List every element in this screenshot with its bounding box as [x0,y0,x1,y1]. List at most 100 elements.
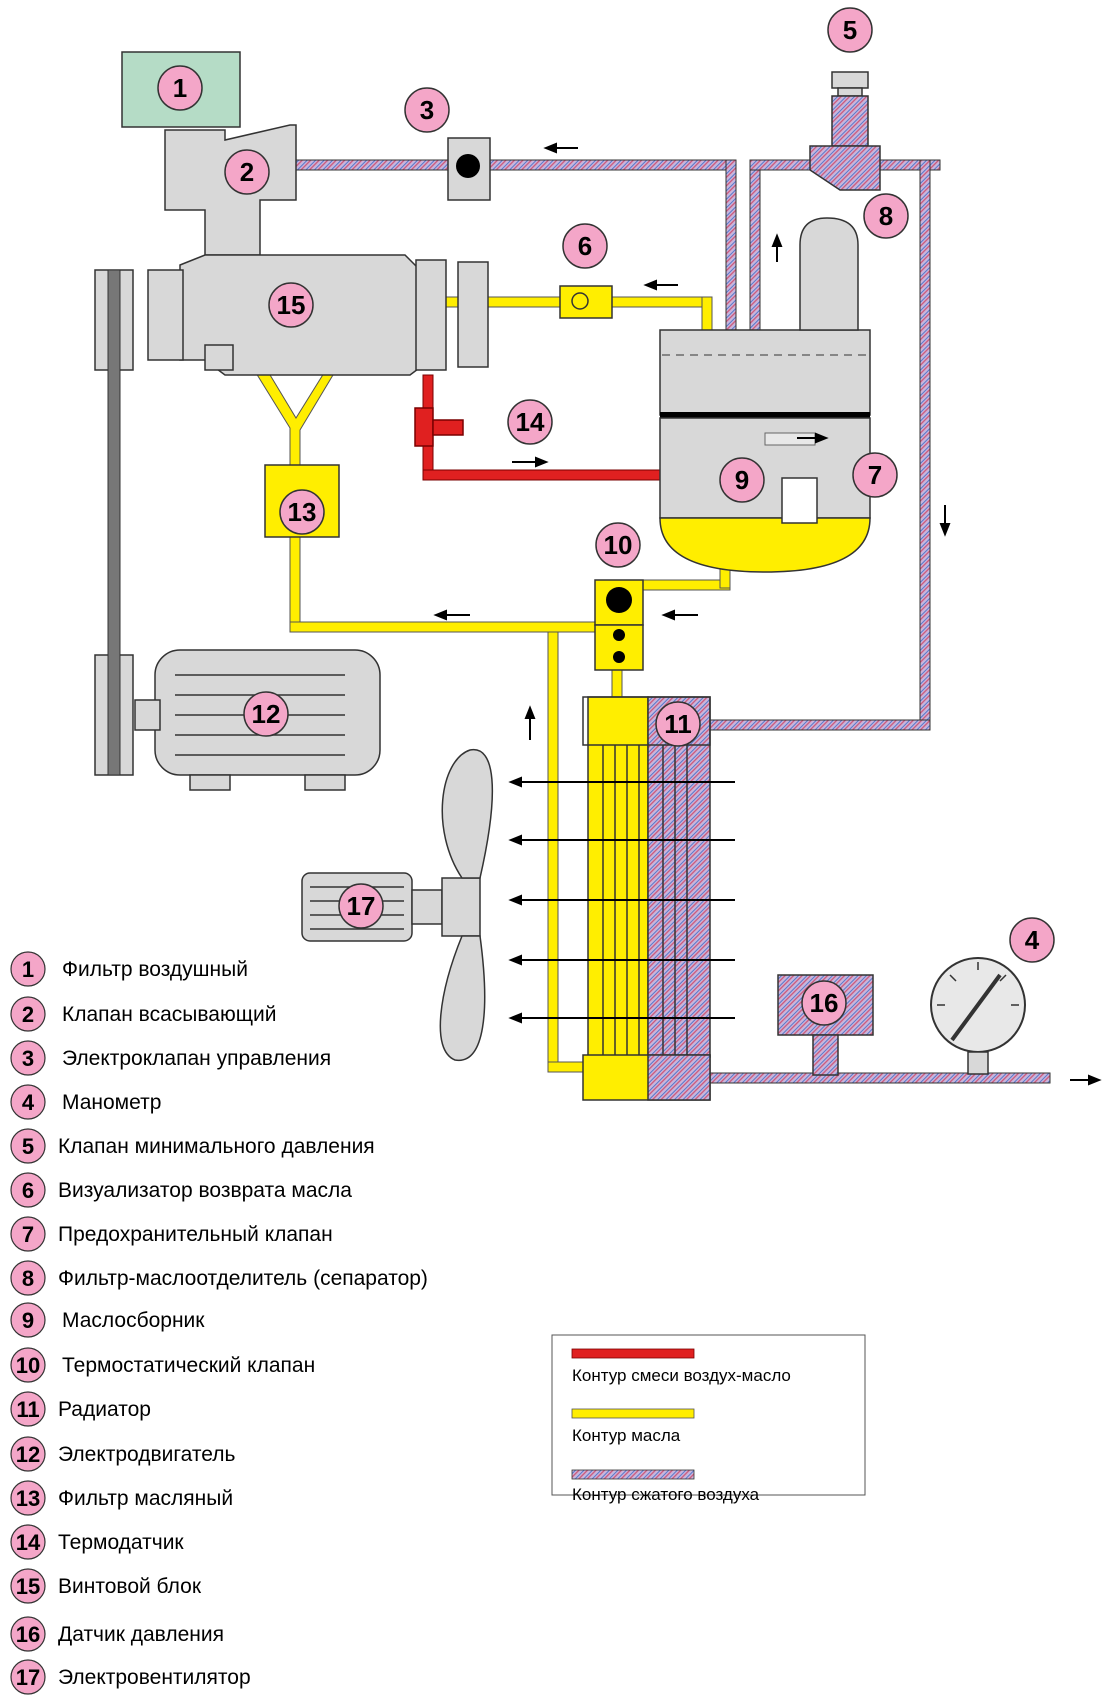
solenoid-valve-dot [456,154,480,178]
fan-blade-bottom [439,935,486,1061]
svg-text:15: 15 [277,290,306,320]
svg-text:Термостатический клапан: Термостатический клапан [62,1354,315,1377]
svg-text:Электроклапан управления: Электроклапан управления [62,1047,331,1070]
svg-text:Фильтр-маслоотделитель (сепара: Фильтр-маслоотделитель (сепаратор) [58,1267,428,1290]
badge-12: 12 [243,691,289,737]
thermo-sensor-probe [432,419,464,436]
svg-text:Манометр: Манометр [62,1091,161,1114]
legend-item-7: 7 Предохранительный клапан [10,1216,333,1252]
svg-text:2: 2 [22,1002,34,1027]
badge-10: 10 [595,522,641,568]
badge-14: 14 [507,399,553,445]
thermo-valve-port-2 [613,651,625,663]
svg-text:5: 5 [843,15,857,45]
legend-item-14: 14 Термодатчик [10,1524,184,1560]
legend-item-15: 15 Винтовой блок [10,1568,202,1604]
thermo-valve-port-1 [613,629,625,641]
air-line-separator-up [749,159,761,351]
key-swatch-air [571,1469,695,1480]
svg-text:Термодатчик: Термодатчик [58,1531,184,1554]
separator-upper-section [659,329,871,416]
air-line-to-valve-5 [749,159,811,171]
badge-6: 6 [562,223,608,269]
svg-text:7: 7 [22,1222,34,1247]
flow-arrows [433,142,1102,1086]
key-label-air-oil: Контур смеси воздух-масло [572,1366,791,1385]
svg-text:2: 2 [240,157,254,187]
fan-shaft [411,889,443,925]
svg-text:3: 3 [22,1046,34,1071]
radiator-top-tank [582,696,711,746]
screw-block-foot [204,344,234,371]
badge-5: 5 [827,7,873,53]
key-label-oil: Контур масла [572,1426,681,1445]
svg-text:Винтовой блок: Винтовой блок [58,1575,202,1598]
svg-text:Электродвигатель: Электродвигатель [58,1443,235,1466]
pressure-gauge-needle [950,973,1002,1042]
svg-text:6: 6 [22,1178,34,1203]
legend-item-16: 16 Датчик давления [10,1616,224,1652]
svg-text:13: 13 [16,1486,40,1511]
pressure-gauge-ticks [937,962,1019,1006]
min-pressure-neck [837,87,863,97]
oil-return-line-2 [609,296,711,308]
badge-15: 15 [268,282,314,328]
svg-text:15: 15 [16,1574,40,1599]
oil-sight-glass-ball [571,292,589,310]
svg-text:3: 3 [420,95,434,125]
motor-shaft [134,699,161,731]
badge-4: 4 [1009,917,1055,963]
svg-text:17: 17 [16,1665,40,1690]
svg-text:8: 8 [22,1266,34,1291]
motor-foot-left [189,774,231,791]
svg-text:14: 14 [16,1530,41,1555]
oil-line-from-tank [641,579,731,591]
svg-text:16: 16 [16,1622,40,1647]
drive-belt [107,269,121,776]
red-line-to-tank [422,469,674,481]
svg-text:Предохранительный клапан: Предохранительный клапан [58,1223,333,1246]
svg-text:10: 10 [16,1353,40,1378]
circuit-key: Контур смеси воздух-масло Контур масла К… [551,1334,866,1504]
svg-text:Визуализатор возврата масла: Визуализатор возврата масла [58,1179,352,1202]
thermo-sensor-body [414,407,434,447]
legend-item-2: 2 Клапан всасывающий [10,996,276,1032]
oil-line-bypass [547,631,559,1073]
badge-3: 3 [404,87,450,133]
svg-text:8: 8 [879,201,893,231]
air-line-from-valve-5 [879,159,941,171]
badge-13: 13 [279,489,325,535]
svg-text:Датчик давления: Датчик давления [58,1623,224,1646]
svg-text:Фильтр воздушный: Фильтр воздушный [62,958,248,981]
svg-text:Фильтр масляный: Фильтр масляный [58,1487,233,1510]
oil-line-horizontal [289,621,596,633]
fan-blade-top [441,748,494,879]
svg-text:14: 14 [516,407,545,437]
svg-text:1: 1 [173,73,187,103]
min-pressure-body [831,95,869,147]
radiator-oil-core [587,696,649,1058]
oil-line-filter-down [289,534,301,631]
legend-item-3: 3 Электроклапан управления [10,1040,331,1076]
separator-divider [660,412,870,418]
svg-text:Клапан всасывающий: Клапан всасывающий [62,1003,276,1026]
screw-block-flange [415,259,447,371]
svg-text:13: 13 [288,497,317,527]
radiator-bottom-tank-air [647,1054,711,1101]
svg-text:6: 6 [578,231,592,261]
badge-2: 2 [224,149,270,195]
badge-11: 11 [655,701,701,747]
radiator-air-core [647,696,711,1058]
thermo-valve-dot [606,587,632,613]
tank-outlet-port [781,477,818,524]
svg-text:4: 4 [22,1090,35,1115]
badge-16: 16 [801,980,847,1026]
key-label-air: Контур сжатого воздуха [572,1485,760,1504]
legend-item-10: 10 Термостатический клапан [10,1347,315,1383]
pressure-sensor-stem [812,1034,839,1076]
